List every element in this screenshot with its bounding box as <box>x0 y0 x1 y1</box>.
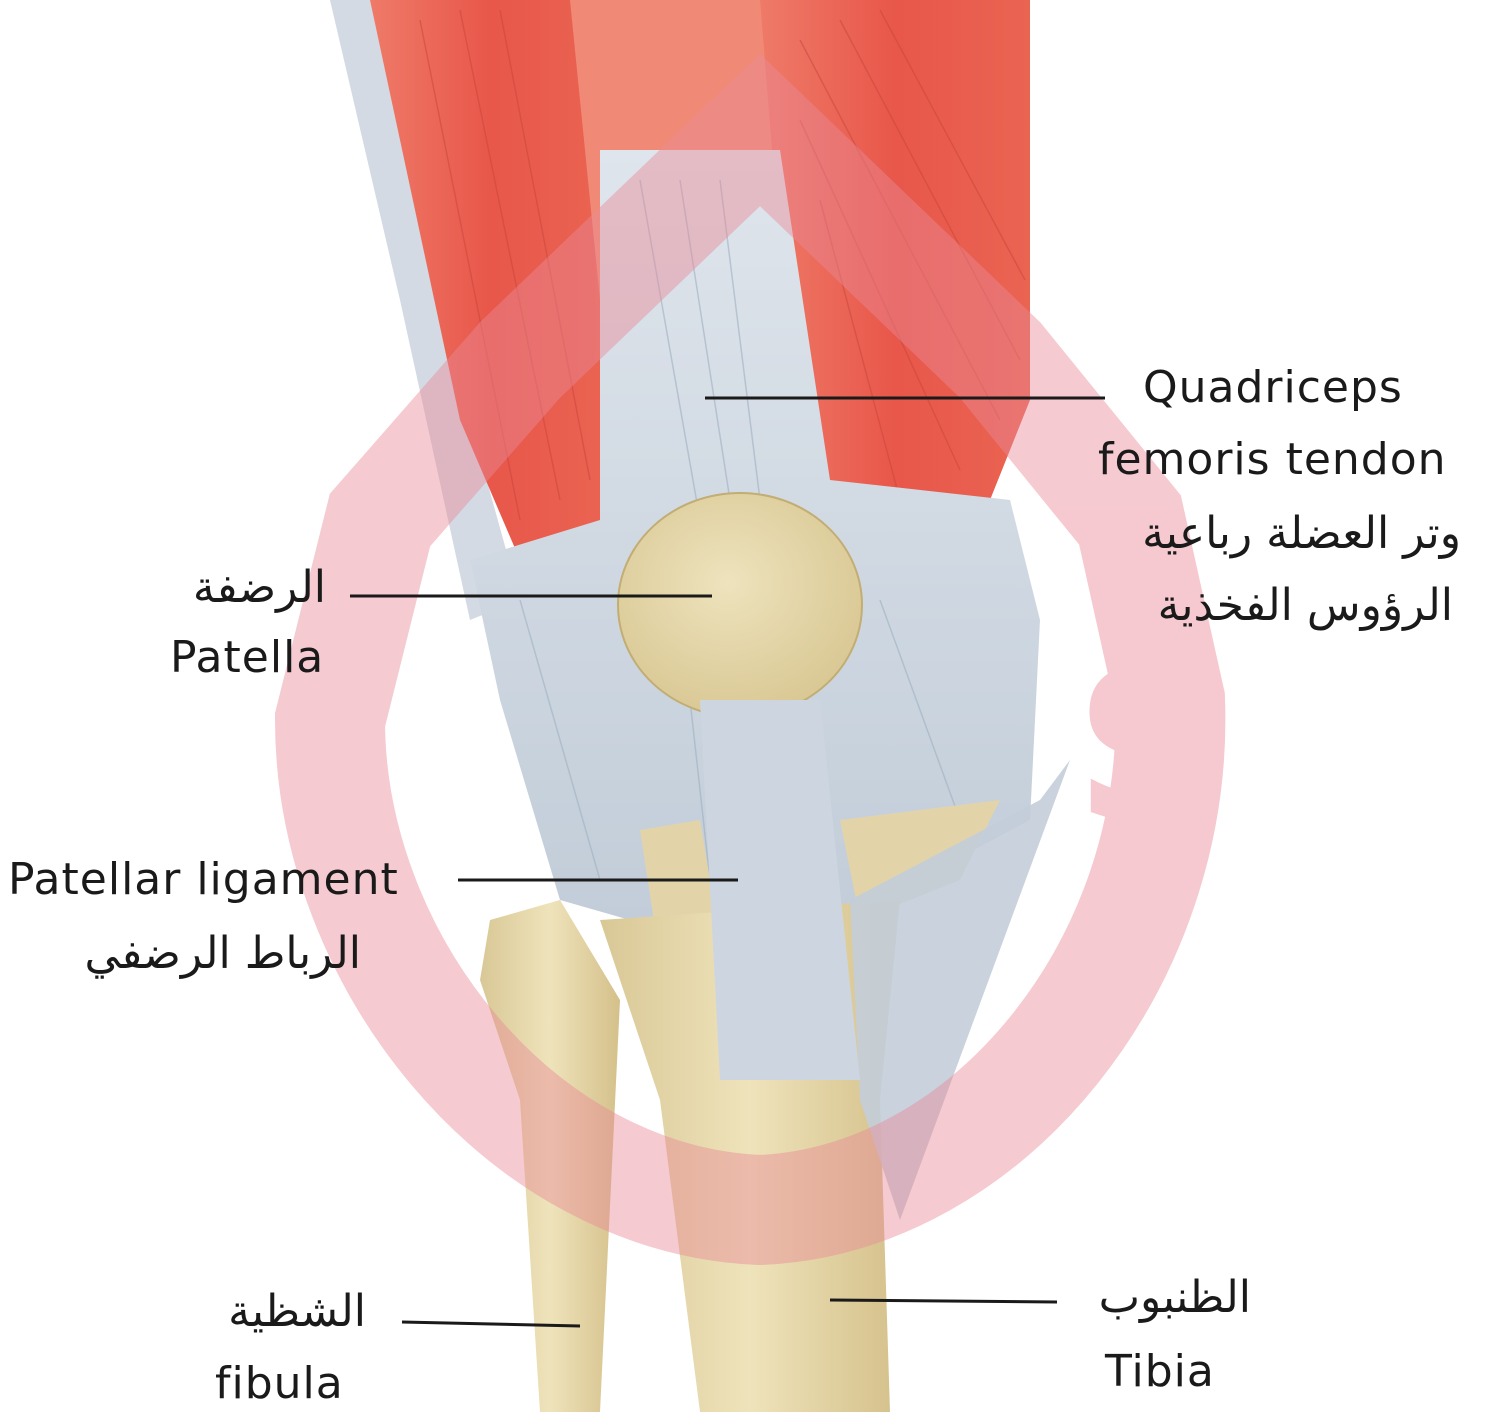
quadriceps-label-ar-2: الرؤوس الفخذية <box>1158 584 1453 628</box>
quadriceps-label-en-2: femoris tendon <box>1098 438 1447 482</box>
fibula-label-en: fibula <box>215 1362 344 1406</box>
tibia-label-ar: الظنبوب <box>1099 1276 1251 1320</box>
quadriceps-label-en-1: Quadriceps <box>1143 366 1403 410</box>
patellar-ligament-label-ar: الرباط الرضفي <box>85 932 361 976</box>
patella-label-en: Patella <box>170 636 324 680</box>
tibia-leader <box>830 1300 1057 1302</box>
svg-text:S: S <box>1074 625 1225 870</box>
patella-label-ar: الرضفة <box>193 566 326 610</box>
patella-bone <box>618 493 862 717</box>
patellar-ligament-label-en: Patellar ligament <box>8 858 399 902</box>
quadriceps-label-ar-1: وتر العضلة رباعية <box>1142 512 1461 556</box>
tibia-label-en: Tibia <box>1105 1350 1215 1394</box>
fibula-label-ar: الشظية <box>228 1290 366 1334</box>
